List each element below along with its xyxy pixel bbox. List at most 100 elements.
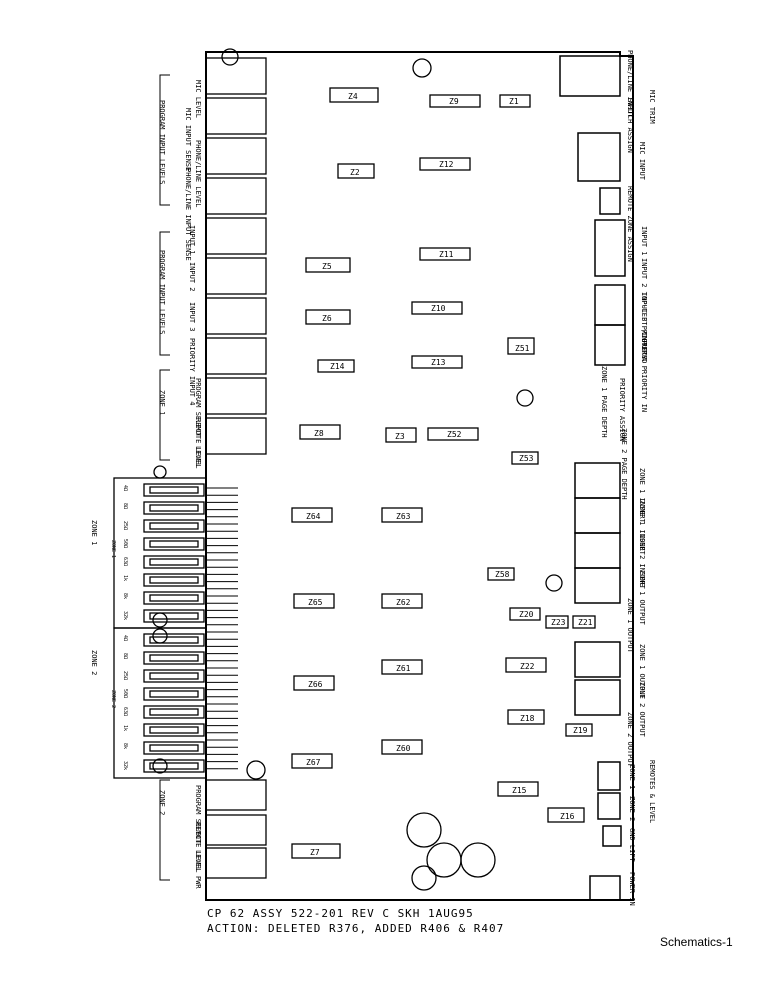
ic-label: Z65 — [308, 598, 323, 607]
ic-footprint — [381, 593, 423, 609]
dip-zone2-switch — [143, 633, 205, 647]
dip-zone1-label: 25Ω — [122, 521, 128, 530]
ic-label: Z3 — [395, 432, 405, 441]
ic-label: Z1 — [509, 97, 519, 106]
dip-zone1-label: 8k — [122, 593, 128, 599]
dip-zone2-switch-slot — [149, 708, 199, 716]
left-label: LEVEL — [194, 446, 202, 467]
dip-zone1-switch — [143, 573, 205, 587]
connector-strips — [206, 487, 238, 770]
dip-zone2-switch-slot — [149, 744, 199, 752]
dip-zone1-switch-slot — [149, 576, 199, 584]
right-label: MIC TRIM — [648, 90, 656, 124]
ic-footprint — [299, 424, 341, 440]
ic-label: Z15 — [512, 786, 527, 795]
right-label: ZONE 2 OUTPUT — [638, 682, 646, 738]
dip-zone1-switch — [143, 501, 205, 515]
ic-label: Z7 — [310, 848, 320, 857]
right-label: ZONE 1 PAGE DEPTH — [600, 366, 608, 438]
left-label: REMOTE LEVEL — [194, 418, 202, 469]
ic-label: Z16 — [560, 812, 575, 821]
dip-zone1-switch-slot — [149, 558, 199, 566]
right-label: ZONE 1 OUTPUT — [638, 570, 646, 626]
ic-footprint — [381, 659, 423, 675]
ic-label: Z52 — [447, 430, 462, 439]
dip-zone1-switch-slot — [149, 522, 199, 530]
dip-zone2-switch-slot — [149, 726, 199, 734]
dip-zone2-label: 50Ω — [122, 689, 128, 698]
ic-footprint — [329, 87, 379, 103]
right-label: INPUT 3 PRIORITY — [640, 292, 648, 360]
right-label: POWER IN — [628, 872, 636, 906]
left-label: PHONE/LINE INPUT SENSE — [184, 168, 192, 261]
dip-zone2-label: 32k — [122, 761, 128, 770]
left-label: ZONE 1 — [90, 520, 98, 545]
left-label: MIC INPUT SENSE — [184, 108, 192, 171]
ic-label: Z62 — [396, 598, 411, 607]
ic-footprint — [305, 257, 351, 273]
dip-zone2-switch-slot — [149, 762, 199, 770]
left-label: ZONE 2 — [158, 790, 166, 815]
dip-zone1-label: 50Ω — [122, 539, 128, 548]
dip-zone1-switch — [143, 537, 205, 551]
dip-zone1-title: ZONE 1 — [110, 540, 116, 558]
ic-label: Z61 — [396, 664, 411, 673]
ic-label: Z5 — [322, 262, 332, 271]
dip-zone2-switch-slot — [149, 672, 199, 680]
ic-footprint — [411, 301, 463, 315]
dip-zone2-switch — [143, 723, 205, 737]
dip-zone1-switch — [143, 519, 205, 533]
ic-footprint — [547, 807, 585, 823]
ic-footprint — [293, 675, 335, 691]
ic-label: Z10 — [431, 304, 446, 313]
left-label: PROGRAM INPUT LEVELS — [158, 250, 166, 334]
ic-label: Z2 — [350, 168, 360, 177]
right-label: PHONE/LINE INPUT — [626, 50, 634, 118]
ic-footprint — [291, 843, 341, 859]
right-label: MIC INPUT — [638, 142, 646, 181]
left-label: INPUT 3 — [188, 302, 196, 332]
right-label: INPUT 1 — [640, 226, 648, 256]
dip-zone1-label: 32k — [122, 611, 128, 620]
ic-label: Z23 — [551, 618, 566, 627]
ic-footprint — [427, 427, 479, 441]
dip-zone1-label: 1k — [122, 575, 128, 581]
left-label: ZONE 2 — [90, 650, 98, 675]
dip-zone2-switch-slot — [149, 654, 199, 662]
ic-footprint — [337, 163, 375, 179]
dip-zone1-label: 63Ω — [122, 557, 128, 566]
assembly-title: CP 62 ASSY 522-201 REV C SKH 1AUG95 — [207, 907, 474, 920]
dip-zone1-label: 8Ω — [122, 503, 128, 509]
dip-zone2-switch — [143, 651, 205, 665]
dip-zone2-switch-slot — [149, 636, 199, 644]
ic-footprint — [429, 94, 481, 108]
ic-footprint — [572, 615, 596, 629]
dip-zone2-label: 63Ω — [122, 707, 128, 716]
ic-footprint — [305, 309, 351, 325]
ic-label: Z6 — [322, 314, 332, 323]
right-label: ZONE 1 INSERT — [638, 500, 646, 556]
page-footer-label: Schematics-1 — [660, 935, 733, 949]
ic-footprint — [317, 359, 355, 373]
left-terminal-blocks — [205, 57, 267, 879]
large-capacitors — [221, 48, 563, 891]
ic-label: Z13 — [431, 358, 446, 367]
right-label: ZONE 1 OUTPUT — [638, 644, 646, 700]
right-label: INPUT 2 TOP-LEFT / STEREO — [640, 258, 648, 363]
ic-label: Z12 — [439, 160, 454, 169]
ic-label: Z11 — [439, 250, 454, 259]
ic-footprint — [509, 607, 541, 621]
ic-label: Z4 — [348, 92, 358, 101]
dip-zone2-label: 8k — [122, 743, 128, 749]
ic-footprint — [381, 507, 423, 523]
dip-zone1-switch-slot — [149, 540, 199, 548]
dip-zone1-switch — [143, 609, 205, 623]
ic-label: Z20 — [519, 610, 534, 619]
right-label: GND LIFT — [628, 828, 636, 863]
ic-footprint — [381, 739, 423, 755]
left-label-column: MIC LEVEL MIC INPUT SENSE PHONE/LINE LEV… — [90, 80, 202, 889]
